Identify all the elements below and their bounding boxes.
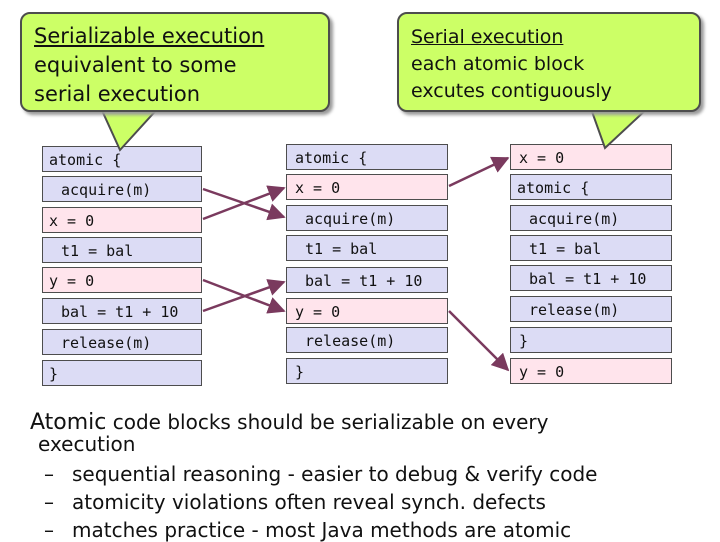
left-stmt-release: release(m) bbox=[42, 329, 202, 355]
bullet-main: Atomic code blocks should be serializabl… bbox=[30, 410, 548, 435]
right-stmt-t1-assign: t1 = bal bbox=[510, 235, 672, 261]
dash-icon: – bbox=[44, 518, 54, 542]
left-stmt-bal-assign: bal = t1 + 10 bbox=[42, 298, 202, 324]
middle-stmt-atomic-open: atomic { bbox=[286, 144, 448, 170]
right-stmt-y-assign: y = 0 bbox=[510, 358, 672, 384]
bullet-matches-practice: –matches practice - most Java methods ar… bbox=[44, 518, 571, 542]
bullet-sequential-reasoning-text: sequential reasoning - easier to debug &… bbox=[72, 462, 598, 486]
bullet-sequential-reasoning: –sequential reasoning - easier to debug … bbox=[44, 462, 597, 486]
right-stmt-x-assign: x = 0 bbox=[510, 144, 672, 170]
left-stmt-x-assign: x = 0 bbox=[42, 207, 202, 233]
middle-stmt-y-assign: y = 0 bbox=[286, 298, 448, 324]
middle-stmt-acquire: acquire(m) bbox=[286, 205, 448, 231]
bullet-atomicity-violations-text: atomicity violations often reveal synch.… bbox=[72, 490, 546, 514]
left-stmt-t1-assign: t1 = bal bbox=[42, 237, 202, 263]
left-stmt-atomic-close: } bbox=[42, 360, 202, 386]
serializable-callout-title: Serializable execution bbox=[34, 24, 265, 48]
right-stmt-release: release(m) bbox=[510, 296, 672, 322]
serial-callout: Serial execution each atomic block excut… bbox=[397, 12, 701, 112]
middle-stmt-atomic-close: } bbox=[286, 358, 448, 384]
bullet-main-lead: Atomic bbox=[30, 410, 107, 435]
right-stmt-acquire: acquire(m) bbox=[510, 205, 672, 231]
serial-callout-line2: excutes contiguously bbox=[411, 80, 612, 102]
dash-icon: – bbox=[44, 490, 54, 514]
middle-stmt-x-assign: x = 0 bbox=[286, 174, 448, 200]
bullet-atomicity-violations: –atomicity violations often reveal synch… bbox=[44, 490, 546, 514]
right-stmt-atomic-close: } bbox=[510, 327, 672, 353]
left-callout-tail bbox=[98, 105, 163, 152]
left-stmt-y-assign: y = 0 bbox=[42, 267, 202, 293]
serializable-callout-line2: serial execution bbox=[34, 82, 201, 106]
bullet-matches-practice-text: matches practice - most Java methods are… bbox=[72, 518, 572, 542]
right-callout-tail bbox=[588, 105, 653, 150]
right-stmt-atomic-open: atomic { bbox=[510, 174, 672, 200]
bullet-main-continuation: execution bbox=[38, 432, 136, 456]
right-stmt-bal-assign: bal = t1 + 10 bbox=[510, 265, 672, 291]
serial-callout-line1: each atomic block bbox=[411, 53, 585, 75]
serial-callout-title: Serial execution bbox=[411, 26, 564, 48]
middle-stmt-bal-assign: bal = t1 + 10 bbox=[286, 267, 448, 293]
middle-stmt-release: release(m) bbox=[286, 327, 448, 353]
dash-icon: – bbox=[44, 462, 54, 486]
serializable-callout-line1: equivalent to some bbox=[34, 53, 237, 77]
left-stmt-acquire: acquire(m) bbox=[42, 176, 202, 202]
bullet-main-rest: code blocks should be serializable on ev… bbox=[112, 410, 549, 434]
middle-stmt-t1-assign: t1 = bal bbox=[286, 235, 448, 261]
serializable-callout: Serializable execution equivalent to som… bbox=[20, 12, 330, 112]
left-stmt-atomic-open: atomic { bbox=[42, 146, 202, 172]
